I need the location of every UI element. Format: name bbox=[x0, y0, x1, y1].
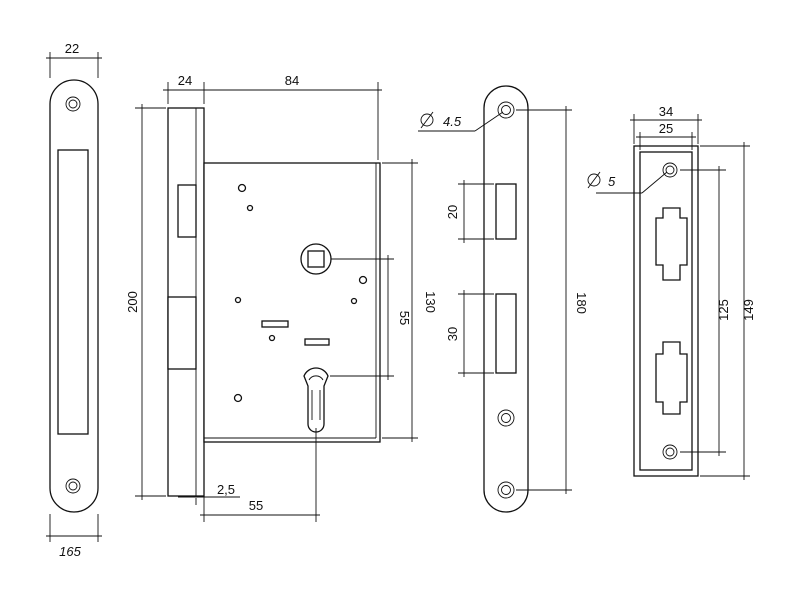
strike-latch-slot bbox=[655, 207, 688, 281]
dim-spindle-to-cylinder: 55 bbox=[397, 311, 412, 325]
dim-faceplate-length: 165 bbox=[59, 544, 81, 559]
dim-latch-opening: 20 bbox=[445, 205, 460, 219]
dim-faceplate-backset: 24 bbox=[178, 73, 192, 88]
faceplate-screw-hole-bottom bbox=[65, 478, 81, 494]
cylinder-keyhole bbox=[303, 367, 329, 433]
strike-box-view: 5 34 25 125 149 bbox=[587, 104, 756, 480]
strike-plate-view: 4.5 20 30 180 bbox=[418, 85, 589, 513]
lock-case bbox=[203, 162, 381, 443]
lock-body-view: 24 84 200 130 55 2,5 55 bbox=[125, 73, 438, 522]
spindle-square bbox=[307, 250, 325, 268]
dim-overall-height: 200 bbox=[125, 291, 140, 313]
dim-faceplate-width: 22 bbox=[65, 41, 79, 56]
latch-opening bbox=[495, 183, 517, 240]
dim-hole-diameter-strike: 5 bbox=[608, 174, 616, 189]
dim-case-width: 84 bbox=[285, 73, 299, 88]
dim-case-height: 130 bbox=[423, 291, 438, 313]
latch-bolt bbox=[177, 184, 197, 238]
dim-strike-inner-width: 25 bbox=[659, 121, 673, 136]
dim-plate-gap: 2,5 bbox=[217, 482, 235, 497]
dim-hole-diameter-plate: 4.5 bbox=[443, 114, 462, 129]
faceplate-bolt-window bbox=[57, 149, 89, 435]
dim-bolt-opening: 30 bbox=[445, 327, 460, 341]
strike-bolt-slot bbox=[655, 341, 688, 415]
dim-strike-width: 34 bbox=[659, 104, 673, 119]
dim-strike-length: 180 bbox=[574, 292, 589, 314]
dead-bolt bbox=[167, 296, 197, 370]
bolt-opening bbox=[495, 293, 517, 374]
dim-backset: 55 bbox=[249, 498, 263, 513]
dim-strike-length-box: 149 bbox=[741, 299, 756, 321]
faceplate-view: 22 165 bbox=[46, 41, 102, 559]
dim-strike-hole-spacing: 125 bbox=[716, 299, 731, 321]
faceplate-screw-hole-top bbox=[65, 96, 81, 112]
